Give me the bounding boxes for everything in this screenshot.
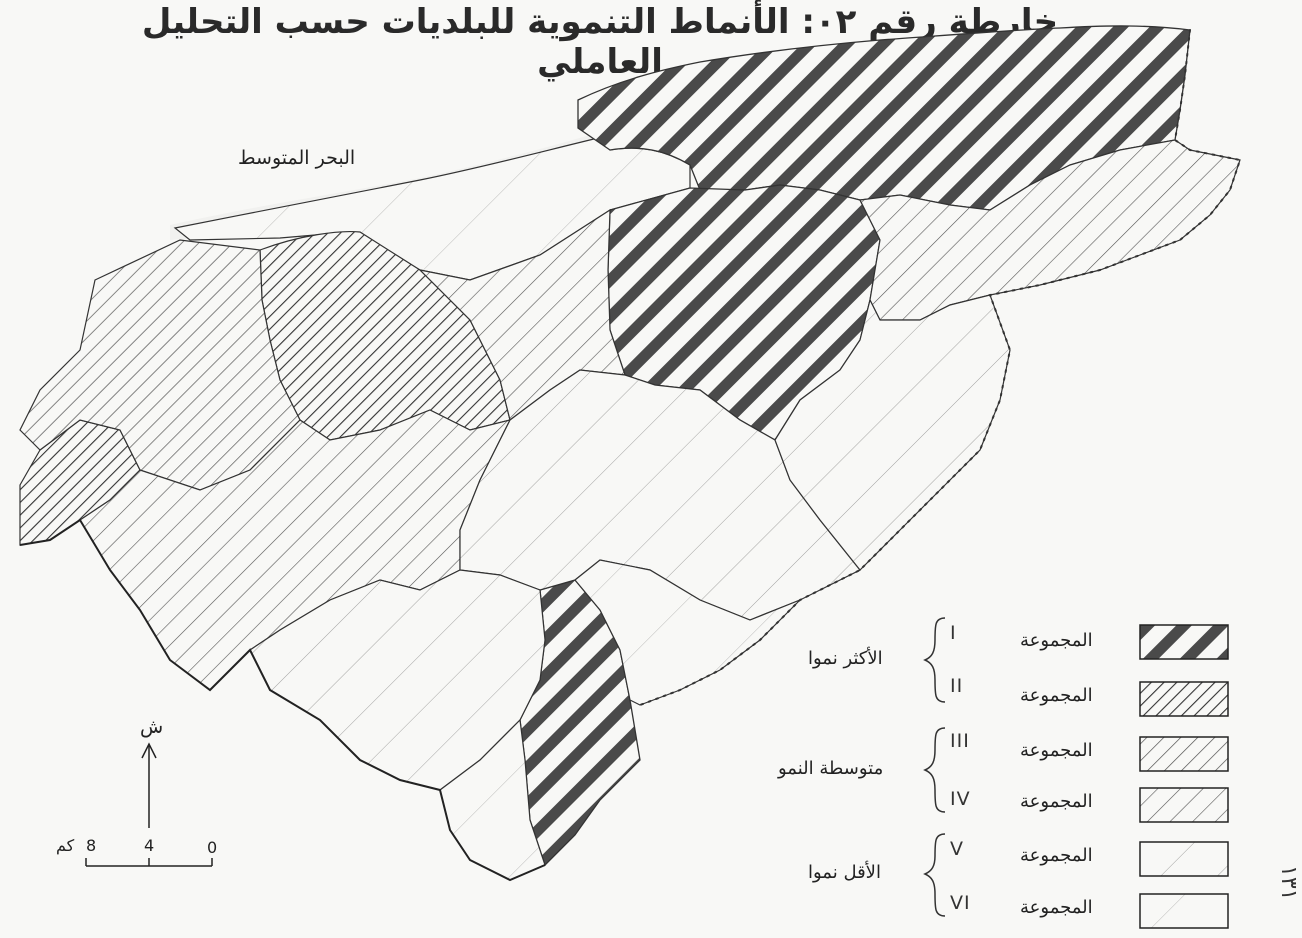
scale-unit: كم <box>56 836 75 855</box>
legend-swatches <box>1139 624 1229 929</box>
legend-swatch-1 <box>1139 624 1229 660</box>
north-arrow <box>141 742 157 828</box>
legend-swatch-3 <box>1139 736 1229 772</box>
legend-label-4: المجموعة <box>1020 791 1093 812</box>
page-number: ١٣١ <box>1276 865 1301 901</box>
border-dotted-east <box>639 29 1242 706</box>
scale-tick-8: 8 <box>86 836 97 855</box>
numeral-4: IV <box>950 788 971 810</box>
legend-swatch-5 <box>1139 841 1229 877</box>
group-label-most-developed: الأكثر نموا <box>808 648 883 669</box>
scale-bar <box>85 858 213 867</box>
legend-label-6: المجموعة <box>1020 897 1093 918</box>
map-title: خارطة رقم ٠٢: الأنماط التنموية للبلديات … <box>141 2 1059 82</box>
legend-swatch-6 <box>1139 893 1229 929</box>
legend-label-1: المجموعة <box>1020 630 1093 651</box>
sea-label: البحر المتوسط <box>238 147 356 169</box>
north-label: ش <box>140 716 164 738</box>
region-group1-northeast <box>577 25 1191 211</box>
scale-tick-4: 4 <box>144 836 155 855</box>
region-group5-east <box>774 294 1011 571</box>
border-west-outline <box>19 518 546 882</box>
numeral-3: III <box>950 730 970 752</box>
legend-swatch-2 <box>1139 681 1229 717</box>
legend-swatch-4 <box>1139 787 1229 823</box>
region-group6-southeast <box>574 559 801 706</box>
group-label-medium: متوسطة النمو <box>778 758 884 779</box>
group-label-least-developed: الأقل نموا <box>808 862 881 883</box>
numeral-1: I <box>950 622 957 644</box>
scale-tick-0: 0 <box>207 838 218 857</box>
legend-label-5: المجموعة <box>1020 845 1093 866</box>
numeral-5: V <box>950 838 964 860</box>
legend-label-2: المجموعة <box>1020 685 1093 706</box>
brace-least-developed <box>923 833 946 917</box>
numeral-6: VI <box>950 892 971 914</box>
brace-medium <box>923 727 946 813</box>
numeral-2: II <box>950 675 964 697</box>
brace-most-developed <box>923 617 946 703</box>
legend-label-3: المجموعة <box>1020 740 1093 761</box>
